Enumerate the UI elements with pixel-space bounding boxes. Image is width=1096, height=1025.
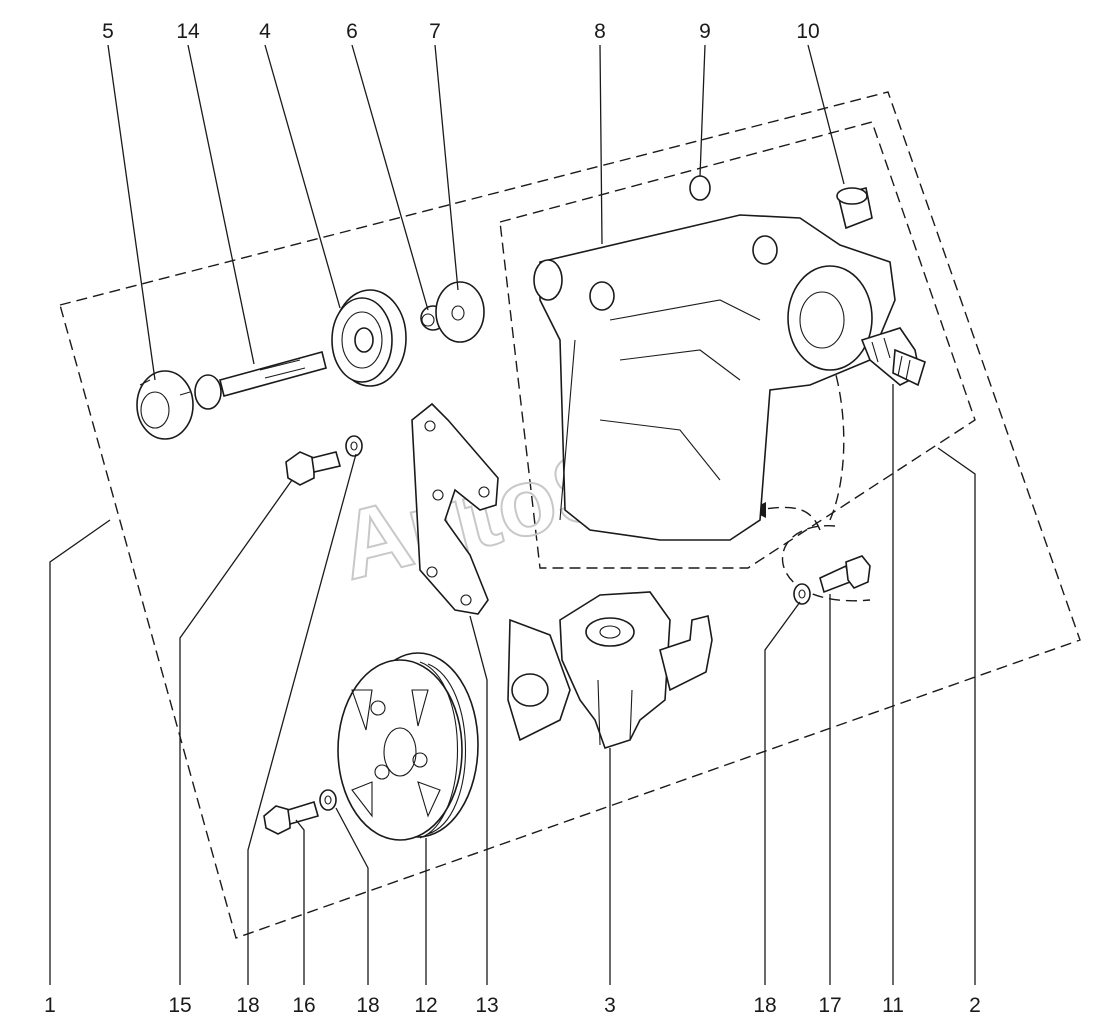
callout-14: 14 (176, 20, 200, 43)
part-small-washer-upper (345, 435, 363, 457)
callout-11: 11 (882, 994, 904, 1017)
leader-lines (49, 44, 976, 985)
part-pulley (337, 652, 479, 841)
callout-18-b: 18 (356, 994, 379, 1017)
callout-3: 3 (604, 994, 616, 1017)
callout-10: 10 (796, 20, 819, 43)
assembly-boundary-outer (59, 91, 1081, 939)
callout-12: 12 (414, 994, 437, 1017)
part-long-bolt (194, 351, 327, 410)
callout-16: 16 (292, 994, 315, 1017)
part-small-washer-lower (319, 789, 337, 811)
part-mounting-plate (411, 402, 499, 615)
part-bolt-lower (263, 800, 319, 835)
part-bolt-right (819, 555, 871, 594)
callout-18-a: 18 (236, 994, 259, 1017)
callout-2: 2 (969, 994, 981, 1017)
part-small-washer-right (793, 583, 811, 605)
part-idler-roller (331, 289, 407, 387)
callout-7: 7 (429, 20, 441, 43)
part-small-plug (689, 175, 711, 201)
callout-15: 15 (168, 994, 191, 1017)
callout-18-c: 18 (753, 994, 776, 1017)
callout-13: 13 (475, 994, 498, 1017)
part-sleeve (836, 187, 873, 230)
callout-4: 4 (259, 20, 271, 43)
callout-8: 8 (594, 20, 606, 43)
bolt-group-arc (781, 525, 871, 602)
callout-5: 5 (102, 20, 114, 43)
callout-1: 1 (44, 994, 56, 1017)
part-pump (507, 591, 713, 749)
assembly-boundary-inner (499, 121, 976, 569)
callout-17: 17 (818, 994, 841, 1017)
part-main-bracket (533, 214, 896, 541)
part-washer-large (435, 281, 485, 343)
part-bolt-left (285, 451, 342, 486)
callout-9: 9 (699, 20, 711, 43)
assembly-arrow-lower (757, 506, 821, 531)
part-pipe-fitting (860, 327, 926, 387)
callout-6: 6 (346, 20, 358, 43)
part-cap (136, 370, 194, 440)
